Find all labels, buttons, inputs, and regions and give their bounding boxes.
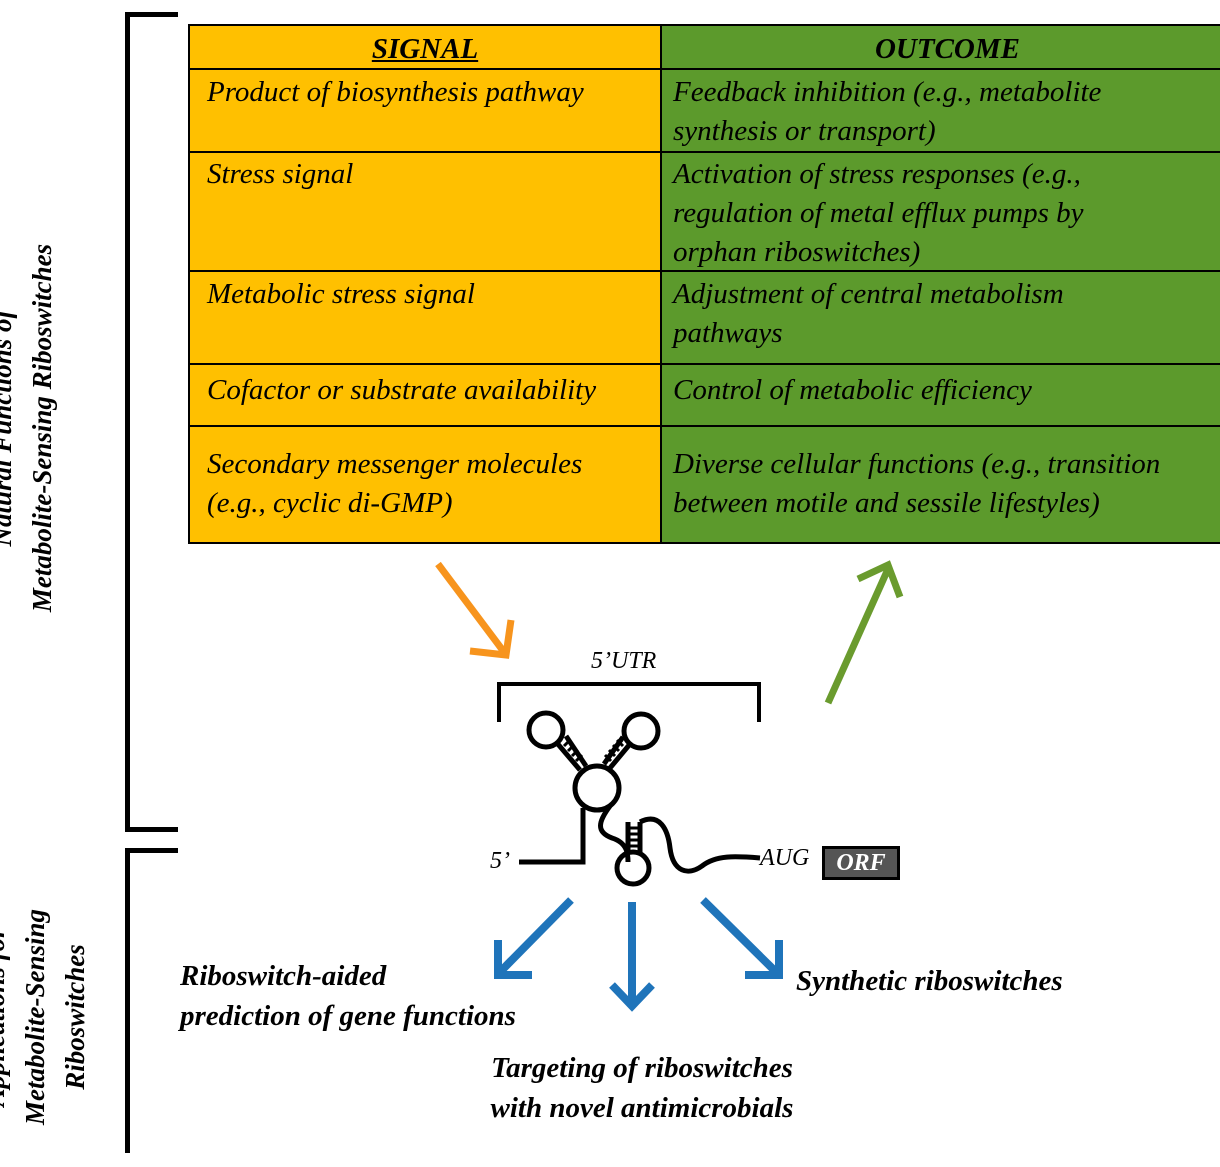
application-line: Synthetic riboswitches <box>796 965 1063 997</box>
signal-column <box>188 24 662 544</box>
applications-bracket <box>125 848 178 1153</box>
utr-label: 5’UTR <box>591 648 657 674</box>
orf-box: ORF <box>822 846 900 880</box>
cell-line: Stress signal <box>207 158 354 190</box>
application-line: with novel antimicrobials <box>490 1092 794 1124</box>
outcome-cell: Feedback inhibition (e.g., metabolite sy… <box>673 73 1101 151</box>
row-divider <box>188 425 1220 427</box>
signal-header: SIGNAL <box>371 33 479 65</box>
cell-line: Product of biosynthesis pathway <box>207 76 584 108</box>
cell-line: Cofactor or substrate availability <box>207 374 597 406</box>
cell-line: pathways <box>673 317 783 349</box>
cell-line: regulation of metal efflux pumps by <box>673 197 1084 229</box>
output-arrow <box>824 560 904 705</box>
cell-line: Activation of stress responses (e.g., <box>673 158 1081 190</box>
outcome-cell: Diverse cellular functions (e.g., transi… <box>673 445 1160 523</box>
application-prediction: Riboswitch-aided prediction of gene func… <box>180 956 580 1036</box>
outcome-cell: Control of metabolic efficiency <box>673 371 1032 410</box>
signal-cell: Metabolic stress signal <box>207 275 475 314</box>
cell-line: orphan riboswitches) <box>673 236 921 268</box>
outcome-column <box>660 24 1220 544</box>
cell-line: Adjustment of central metabolism <box>673 278 1064 310</box>
signal-outcome-table <box>188 24 1220 544</box>
row-divider <box>188 151 1220 153</box>
cell-line: Control of metabolic efficiency <box>673 374 1032 406</box>
application-arrow-center <box>609 902 655 1012</box>
application-line: prediction of gene functions <box>180 1000 516 1032</box>
utr-bracket <box>497 682 761 722</box>
cell-line: synthesis or transport) <box>673 115 936 147</box>
application-arrow-left <box>494 897 574 979</box>
outcome-cell: Adjustment of central metabolism pathway… <box>673 275 1064 353</box>
signal-cell: Stress signal <box>207 155 353 194</box>
riboswitch-structure <box>519 710 761 887</box>
natural-functions-bracket <box>125 12 178 832</box>
cell-line: between motile and sessile lifestyles) <box>673 487 1100 519</box>
row-divider <box>188 363 1220 365</box>
application-line: Targeting of riboswitches <box>491 1052 793 1084</box>
signal-cell: Product of biosynthesis pathway <box>207 73 584 112</box>
signal-cell: Cofactor or substrate availability <box>207 371 596 410</box>
outcome-header: OUTCOME <box>874 33 1020 65</box>
cell-line: Secondary messenger molecules <box>207 448 583 480</box>
row-divider <box>188 270 1220 272</box>
header-divider <box>188 68 1220 70</box>
cell-line: Metabolic stress signal <box>207 278 475 310</box>
application-arrow-right <box>700 897 783 979</box>
cell-line: Feedback inhibition (e.g., metabolite <box>673 76 1102 108</box>
base-pairs <box>562 738 639 848</box>
cell-line: Diverse cellular functions (e.g., transi… <box>673 448 1161 480</box>
outcome-cell: Activation of stress responses (e.g., re… <box>673 155 1084 272</box>
input-arrow <box>435 561 515 659</box>
cell-line: (e.g., cyclic di-GMP) <box>207 487 453 519</box>
application-targeting: Targeting of riboswitches with novel ant… <box>462 1048 822 1128</box>
application-synthetic: Synthetic riboswitches <box>796 961 1216 1001</box>
application-line: Riboswitch-aided <box>180 960 387 992</box>
five-prime-label: 5’ <box>490 848 510 874</box>
start-codon-label: AUG <box>760 845 810 871</box>
signal-cell: Secondary messenger molecules (e.g., cyc… <box>207 445 582 523</box>
